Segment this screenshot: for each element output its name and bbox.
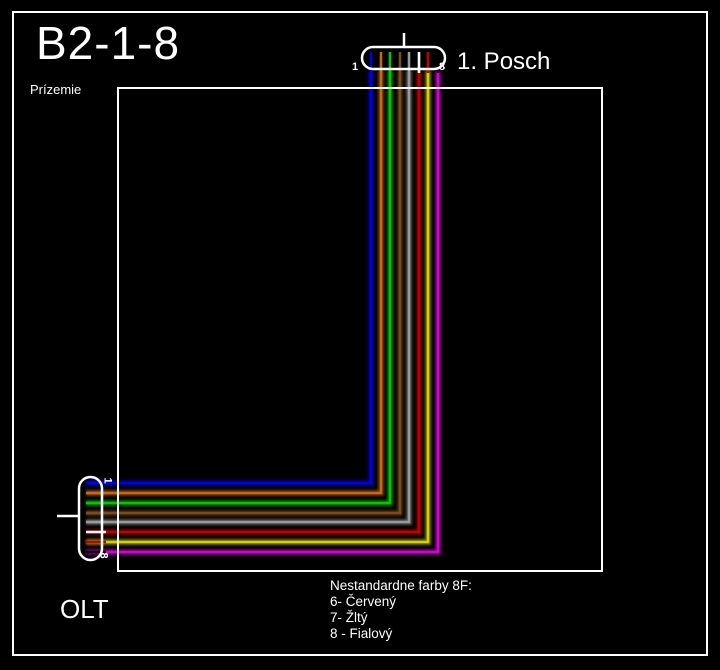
olt-label: OLT [60,594,109,624]
olt-connector-pin-8-label: 8 [97,552,110,559]
top-connector-pin-8-label: 8 [439,61,446,73]
fiber-wire-4 [86,71,402,515]
olt-connector-pin-1-label: 1 [101,477,114,484]
note-title: Nestandardne farby 8F: [330,578,472,593]
fiber-wire-5 [86,71,411,524]
top-connector-label: 1. Posch [457,48,551,75]
fiber-wire-1 [86,71,373,485]
note-item-8: 8 - Fialový [330,626,393,641]
fiber-wire-7 [86,71,430,544]
fiber-wire-6 [86,71,421,534]
page-title: B2-1-8 [36,17,181,69]
nonstandard-colors-note: Nestandardne farby 8F: 6- Červený 7- Žlt… [330,578,472,642]
building-box [117,87,603,572]
fiber-wire-2 [86,71,383,495]
olt-connector-outline [77,475,104,562]
fiber-wire-3 [86,71,392,505]
top-connector-pin-1-label: 1 [352,61,359,73]
floor-label-ground: Prízemie [30,82,82,97]
outer-border [12,11,708,656]
fiber-wire-8 [86,71,440,554]
top-connector-outline [360,45,447,71]
note-item-6: 6- Červený [330,594,397,609]
note-item-7: 7- Žltý [330,610,368,625]
